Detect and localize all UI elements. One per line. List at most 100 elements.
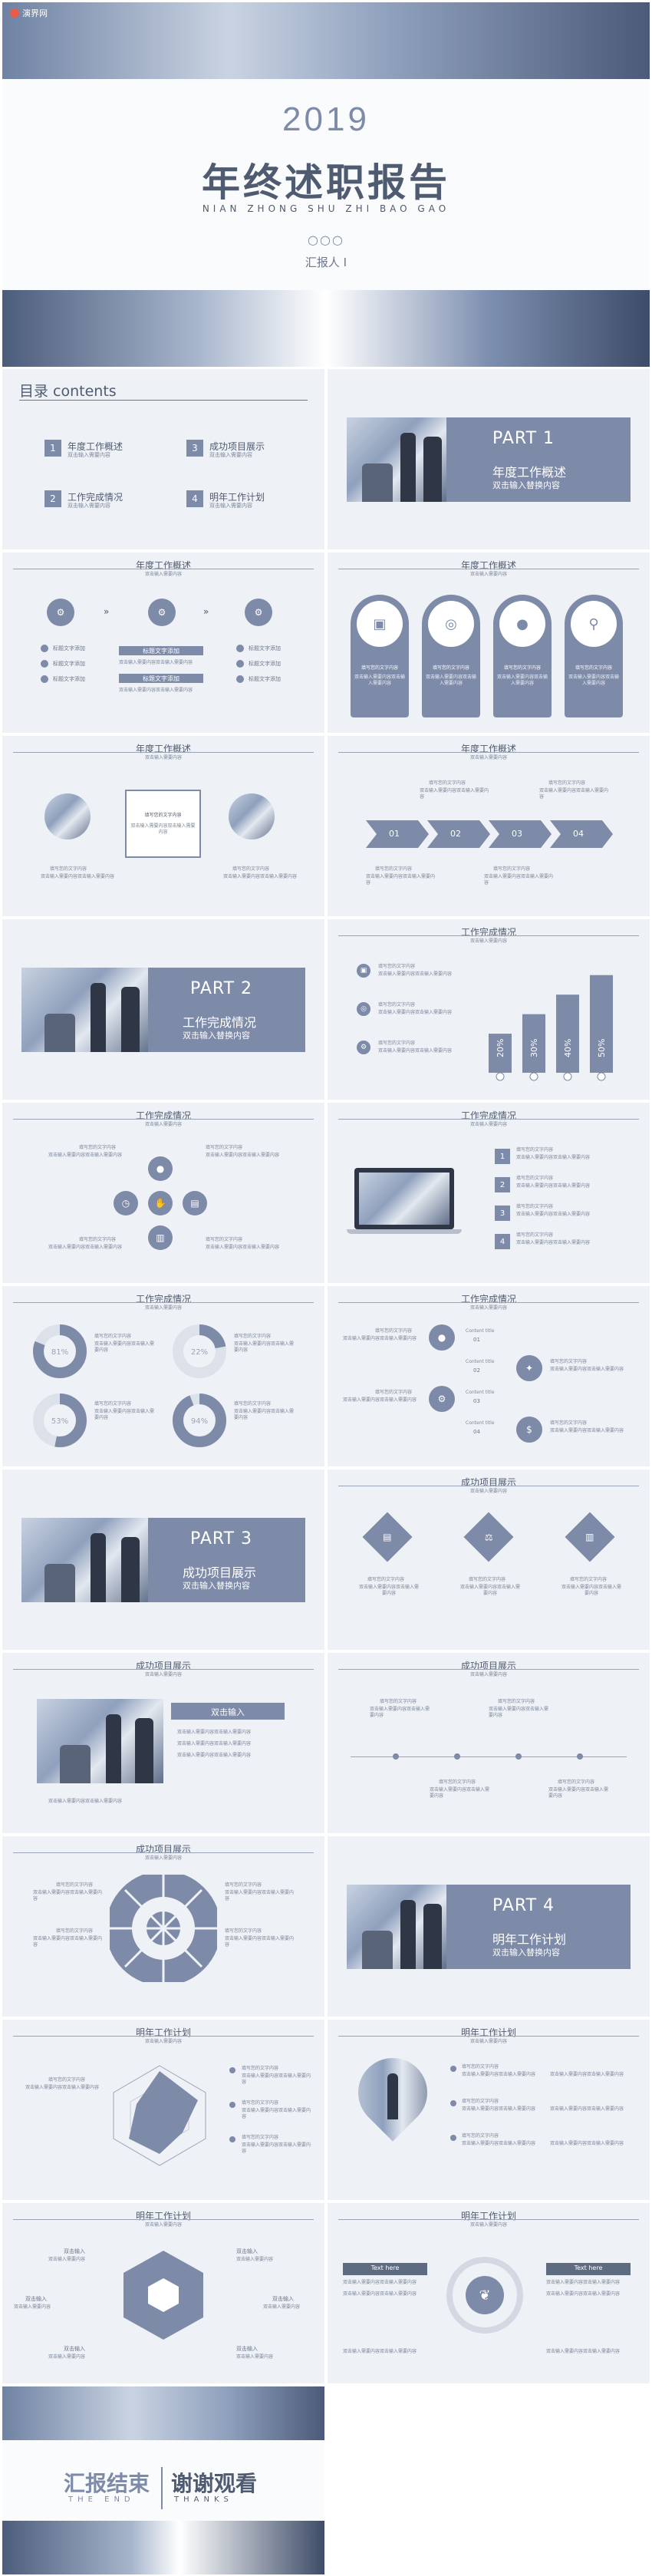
item-body: 双击输入需要内容双击输入需要内容 <box>358 1585 419 1596</box>
part-number: PART 1 <box>492 429 555 448</box>
part2-slide: PART 2 工作完成情况 双击输入替换内容 <box>2 919 324 1100</box>
card-heading: 填写您的文字内容 <box>503 665 541 671</box>
caption-heading: 填写您的文字内容 <box>50 866 87 872</box>
item-heading: 填写您的文字内容 <box>498 1699 535 1704</box>
item-body: 双击输入需要内容双击输入需要内容 <box>225 1890 295 1901</box>
num-box: 1 <box>495 1149 510 1164</box>
item-body: 双击输入需要内容双击输入需要内容 <box>550 2106 624 2112</box>
person-figure <box>91 1533 106 1602</box>
item-body: 双击输入需要内容 <box>263 2304 301 2310</box>
hex-label: 双击输入 <box>25 2296 47 2302</box>
timeline-dot <box>454 1753 460 1760</box>
item-heading: 填写您的文字内容 <box>375 1390 413 1395</box>
laptop-screen <box>359 1173 449 1225</box>
item-heading: 填写您的文字内容 <box>56 1882 94 1888</box>
person-figure <box>91 983 106 1052</box>
item-body: 双击输入需要内容双击输入需要内容 <box>550 2072 624 2077</box>
text-here-tag: Text here <box>343 2263 427 2275</box>
person-figure <box>44 1564 75 1602</box>
lock-icon: ▣ <box>357 601 403 647</box>
slide-title: 明年工作计划 <box>460 2211 516 2221</box>
overview-slide-1: 年度工作概述 双击输入需要内容 ⚙ » ⚙ » ⚙ 标题文字添加 标题文字添加 … <box>2 552 324 733</box>
item-body: 双击输入需要内容双击输入需要内容 <box>459 1585 520 1596</box>
overview-slide-4: 年度工作概述 双击输入需要内容 填写您的文字内容 填写您的文字内容 双击输入需要… <box>328 736 650 916</box>
chevron <box>489 820 552 848</box>
hex-label: 双击输入 <box>272 2296 294 2302</box>
toc-title: 目录 contents <box>19 383 117 400</box>
label-box: 标题文字添加 <box>119 674 203 683</box>
slide-title: 年度工作概述 <box>460 744 516 754</box>
donut-body: 双击输入需要内容双击输入需要内容 <box>94 1409 155 1420</box>
timeline-dot <box>393 1753 399 1760</box>
donut-heading: 填写您的文字内容 <box>94 1334 132 1339</box>
donut-body: 双击输入需要内容双击输入需要内容 <box>234 1341 295 1353</box>
list-item: 双击输入需要内容双击输入需要内容 <box>177 1741 252 1746</box>
slide-subtitle: 双击输入需要内容 <box>144 1122 182 1127</box>
laptop-base <box>347 1229 462 1234</box>
item-heading: 填写您的文字内容 <box>206 1237 243 1242</box>
item-body: 双击输入需要内容双击输入需要内容 <box>489 1707 549 1718</box>
completion-slide-3: 工作完成情况 双击输入需要内容 1 2 3 4 填写您的文字内容 双击输入需要内… <box>328 1103 650 1283</box>
gear-icon: ⚙ <box>429 1386 455 1412</box>
leaf-icon: ❦ <box>466 2276 504 2314</box>
ending-right: 谢谢观看 <box>171 2471 258 2496</box>
slide-subtitle: 双击输入需要内容 <box>144 1672 182 1677</box>
item-body: 双击输入需要内容双击输入需要内容 <box>548 1787 609 1799</box>
bullet-icon <box>41 660 48 668</box>
item-body: 双击输入需要内容双击输入需要内容 <box>33 1936 103 1948</box>
chevron-number: 03 <box>512 829 522 839</box>
caption-heading: 填写您的文字内容 <box>232 866 270 872</box>
item-body: 双击输入需要内容双击输入需要内容 <box>516 1183 591 1189</box>
item-body: 双击输入需要内容双击输入需要内容 <box>48 1153 123 1158</box>
office-photo <box>21 1518 152 1602</box>
item-heading: 填写您的文字内容 <box>242 2066 279 2071</box>
slide-subtitle: 双击输入需要内容 <box>144 1305 182 1311</box>
item-heading: 填写您的文字内容 <box>79 1237 117 1242</box>
projects-slide-2: 成功项目展示 双击输入需要内容 双击输入 双击输入需要内容双击输入需要内容 双击… <box>2 1653 324 1833</box>
item-body: 双击输入需要内容双击输入需要内容 <box>225 1936 295 1948</box>
cover-pinyin: NIAN ZHONG SHU ZHI BAO GAO <box>202 203 450 214</box>
item-body: 双击输入需要内容 <box>48 2257 86 2262</box>
item-body: 双击输入需要内容双击输入需要内容 <box>206 1245 280 1250</box>
label-text: 标题文字添加 <box>143 648 179 655</box>
item-heading: 填写您的文字内容 <box>378 1002 416 1008</box>
body-text: 双击输入需要内容双击输入需要内容 <box>119 660 193 665</box>
cycle-ring <box>446 2257 523 2334</box>
gear-icon: ⚙ <box>148 599 176 626</box>
slide-title: 年度工作概述 <box>135 744 191 754</box>
bullet-icon <box>41 675 48 683</box>
item-body: 双击输入需要内容双击输入需要内容 <box>546 2291 621 2297</box>
chevron-number: 04 <box>573 829 584 839</box>
bottom-caption: 填写您的文字内容 <box>375 866 413 872</box>
hex-label: 双击输入 <box>236 2248 258 2254</box>
bulb-icon: ✦ <box>516 1355 542 1381</box>
item-body: 双击输入需要内容双击输入需要内容 <box>343 2349 417 2354</box>
list-item: 标题文字添加 <box>249 676 281 682</box>
office-photo <box>37 1699 163 1783</box>
completion-slide-4: 工作完成情况 双击输入需要内容 81%22%53%94% 填写您的文字内容 双击… <box>2 1286 324 1466</box>
input-header[interactable]: 双击输入 <box>171 1703 285 1720</box>
toc-sub: 双击输入需要内容 <box>68 503 110 509</box>
chevron <box>550 820 613 848</box>
card-heading: 填写您的文字内容 <box>575 665 612 671</box>
item-body: 双击输入需要内容双击输入需要内容 <box>462 2141 536 2146</box>
item-body: 双击输入需要内容双击输入需要内容 <box>516 1240 591 1245</box>
card-body: 双击输入需要内容双击输入需要内容 <box>425 675 476 686</box>
ending-white-band <box>2 2440 324 2521</box>
toc-label: 成功项目展示 <box>209 441 265 452</box>
chevron-number: 01 <box>389 829 400 839</box>
part-panel: PART 3 成功项目展示 双击输入替换内容 <box>148 1518 305 1602</box>
item-body: 双击输入需要内容双击输入需要内容 <box>561 1585 621 1596</box>
person-figure <box>423 1904 442 1969</box>
item-heading: 填写您的文字内容 <box>462 2064 499 2070</box>
ending-slide: 汇报结束 THE END 谢谢观看 THANKS <box>2 2386 324 2574</box>
bullet-icon <box>450 2135 456 2141</box>
chart-icon: ▥ <box>148 1225 173 1250</box>
person-figure <box>135 1718 153 1783</box>
ring-diagram <box>110 1875 217 1982</box>
lock-icon: ▣ <box>357 964 370 978</box>
list-item: 标题文字添加 <box>53 661 85 667</box>
body-text: 双击输入需要内容双击输入需要内容 <box>119 688 193 693</box>
donut-label: 53% <box>51 1417 68 1426</box>
hex-label: 双击输入 <box>64 2346 85 2352</box>
